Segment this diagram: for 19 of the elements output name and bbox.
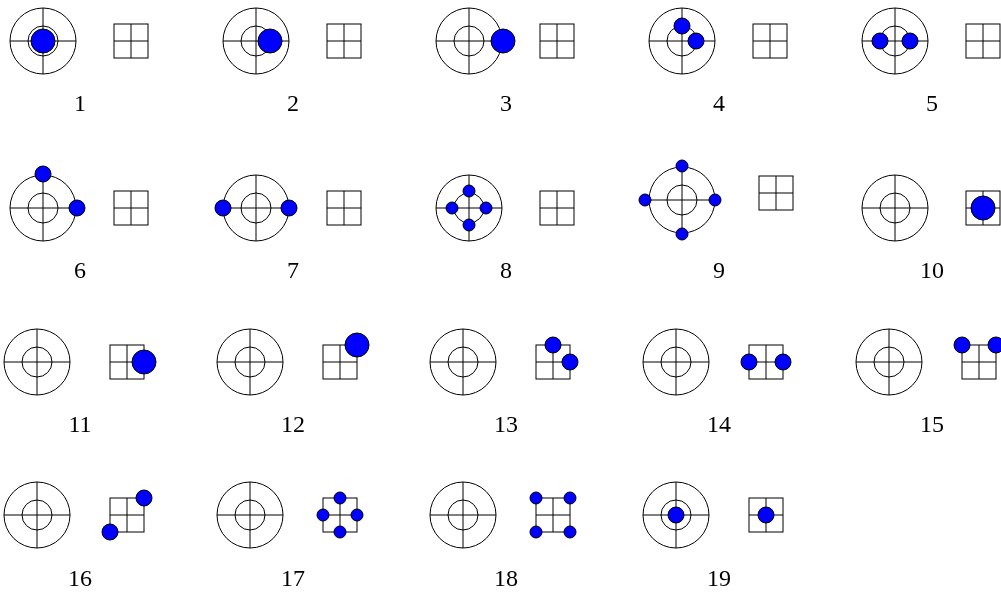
figure-number: 9: [713, 257, 725, 283]
figure-number: 11: [68, 411, 92, 437]
figure-number: 18: [494, 565, 518, 591]
figure-number: 16: [68, 565, 92, 591]
figure-number: 19: [707, 565, 731, 591]
figure-number: 7: [287, 257, 299, 283]
figure-number: 15: [920, 411, 944, 437]
figure-number: 17: [281, 565, 305, 591]
figure-number: 8: [500, 257, 512, 283]
figure-number: 2: [287, 90, 299, 116]
figure-number: 6: [74, 257, 86, 283]
figure-number: 14: [707, 411, 731, 437]
figure-number: 12: [281, 411, 305, 437]
figure-number: 5: [926, 90, 938, 116]
figure-number: 1: [74, 90, 86, 116]
figure-number: 4: [713, 90, 725, 116]
figure-number: 13: [494, 411, 518, 437]
figure-number: 3: [500, 90, 512, 116]
figure-number: 10: [920, 257, 944, 283]
